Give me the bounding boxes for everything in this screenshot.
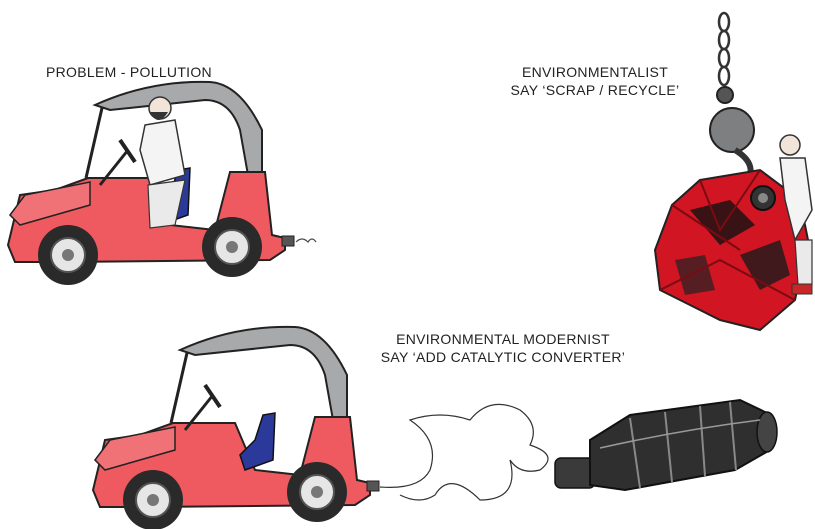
caption-modernist: ENVIRONMENTAL MODERNIST SAY ‘ADD CATALYT… xyxy=(368,330,638,366)
caption-environmentalist: ENVIRONMENTALIST SAY ‘SCRAP / RECYCLE’ xyxy=(490,63,700,99)
caption-environmentalist-line2: SAY ‘SCRAP / RECYCLE’ xyxy=(510,82,680,98)
worker-icon xyxy=(779,134,813,295)
crane-hook-icon xyxy=(709,11,755,192)
caption-modernist-line1: ENVIRONMENTAL MODERNIST xyxy=(396,331,610,347)
exhaust-hose xyxy=(379,403,549,501)
catalytic-converter-icon xyxy=(554,398,778,492)
driver-icon xyxy=(139,96,186,229)
caption-modernist-line2: SAY ‘ADD CATALYTIC CONVERTER’ xyxy=(380,349,626,365)
car-icon xyxy=(91,324,381,529)
caption-problem: PROBLEM - POLLUTION xyxy=(46,64,212,80)
caption-environmentalist-line1: ENVIRONMENTALIST xyxy=(521,64,669,80)
exhaust-puff-icon xyxy=(295,238,317,243)
